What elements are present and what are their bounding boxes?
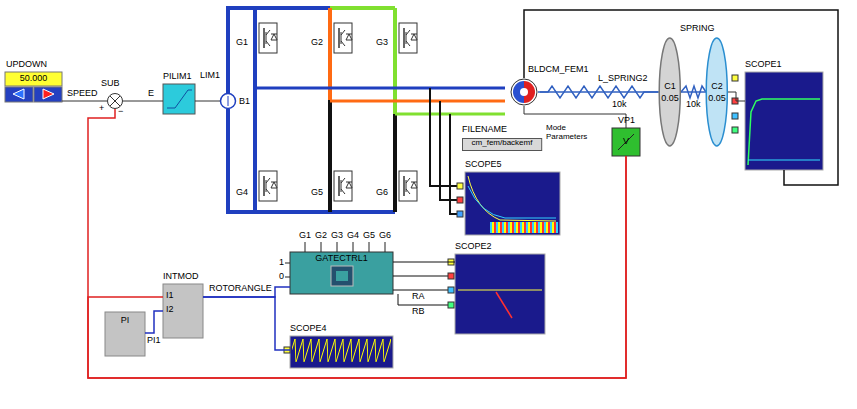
node-label: C1 <box>664 82 676 92</box>
gate-pin-name: G4 <box>236 188 248 198</box>
signal-wire <box>524 10 838 185</box>
node-label: SCOPE2 <box>455 242 492 252</box>
gate-pin-name: G1 <box>236 38 248 48</box>
node-label: SCOPE4 <box>290 324 327 334</box>
gate-pin-name: G2 <box>315 231 327 241</box>
signal-label: 10k <box>612 100 627 110</box>
gate-pin-name: G3 <box>331 231 343 241</box>
node-label: BLDCM_FEM1 <box>528 65 589 75</box>
signal-label: − <box>118 107 123 117</box>
gate-pin-name: G6 <box>379 231 391 241</box>
parameter-note: Mode Parameters <box>546 124 598 142</box>
signal-label: 1 <box>279 258 284 268</box>
signal-wire <box>538 91 659 93</box>
shape-outline <box>220 93 236 109</box>
node-label: SUB <box>101 79 120 89</box>
pi-block: PI <box>105 312 145 356</box>
node-label: SCOPE5 <box>465 160 502 170</box>
node-label: LIM1 <box>200 71 220 81</box>
node-value: 50.000 <box>20 74 48 84</box>
node-value: B1 <box>239 97 250 107</box>
signal-label: + <box>99 104 104 114</box>
signal-wire <box>195 101 220 102</box>
node-label: INTMOD <box>163 272 199 282</box>
gate-pin-name: G1 <box>299 231 311 241</box>
signal-label: I2 <box>166 305 174 315</box>
signal-wire <box>393 262 455 263</box>
inertia-disk: C1 0.05 <box>659 37 681 147</box>
node-label: PILIM1 <box>163 72 192 82</box>
gate-pin-name: G6 <box>376 188 388 198</box>
signal-wire <box>88 109 626 378</box>
signal-label: I1 <box>166 291 174 301</box>
signal-wire <box>203 297 290 350</box>
signal-label: RB <box>412 307 425 317</box>
node-label: PI <box>121 316 130 326</box>
signal-wire <box>681 91 706 93</box>
inertia-disk: C2 0.05 <box>706 37 728 147</box>
node-label: SCOPE1 <box>745 60 782 70</box>
signal-wire <box>524 106 626 128</box>
shape-outline <box>510 78 538 106</box>
shape-outline <box>706 37 728 147</box>
gate-pin-name: G5 <box>363 231 375 241</box>
signal-label: 0 <box>279 272 284 282</box>
scope-panel: SCOPE4 <box>290 336 393 368</box>
wire-label: PI1 <box>146 336 162 346</box>
scope-panel: SCOPE5 <box>465 172 560 235</box>
wire-label: E <box>147 89 155 99</box>
node-label: VP1 <box>618 116 635 126</box>
node-value: 0.05 <box>708 94 726 104</box>
wire-label: SPEED <box>66 89 99 99</box>
parameter-box: FILENAMEcm_fem/backemf <box>462 138 542 151</box>
node-value: 0.05 <box>661 94 679 104</box>
motor-symbol: BLDCM_FEM1 <box>510 78 538 106</box>
node-label: UPDOWN <box>6 60 47 70</box>
scope-panel: SCOPE1 <box>745 72 823 170</box>
node-value: cm_fem/backemf <box>472 139 533 148</box>
node-label: GATECTRL1 <box>315 254 367 264</box>
voltage-source: LIM1B1 <box>220 93 236 109</box>
signal-label: RA <box>412 292 425 302</box>
gate-pin-name: G5 <box>311 188 323 198</box>
signal-wire <box>728 92 745 101</box>
limiter-block: PILIM1 <box>163 84 195 114</box>
signal-wire <box>62 101 107 102</box>
signal-label: 10k <box>686 100 701 110</box>
shape-outline <box>659 37 681 147</box>
voltmeter: VP1V <box>612 128 640 156</box>
gate-pin-name: G2 <box>311 38 323 48</box>
signal-wire <box>88 156 626 378</box>
signal-wire <box>145 311 163 333</box>
signal-label: SPRING <box>680 24 715 34</box>
node-label: C2 <box>711 82 723 92</box>
node-label: FILENAME <box>462 125 507 135</box>
gate-pin-name: G3 <box>376 38 388 48</box>
slider-input: UPDOWN50.000 <box>5 72 62 104</box>
scope-panel: SCOPE2 <box>455 254 545 334</box>
gate-controller: GATECTRL1 <box>290 252 393 294</box>
wire-label: ROTORANGLE <box>208 284 273 294</box>
node-value: V <box>623 137 629 147</box>
gate-pin-name: G4 <box>347 231 359 241</box>
signal-label: L_SPRING2 <box>598 74 648 84</box>
signal-wire <box>123 101 163 102</box>
